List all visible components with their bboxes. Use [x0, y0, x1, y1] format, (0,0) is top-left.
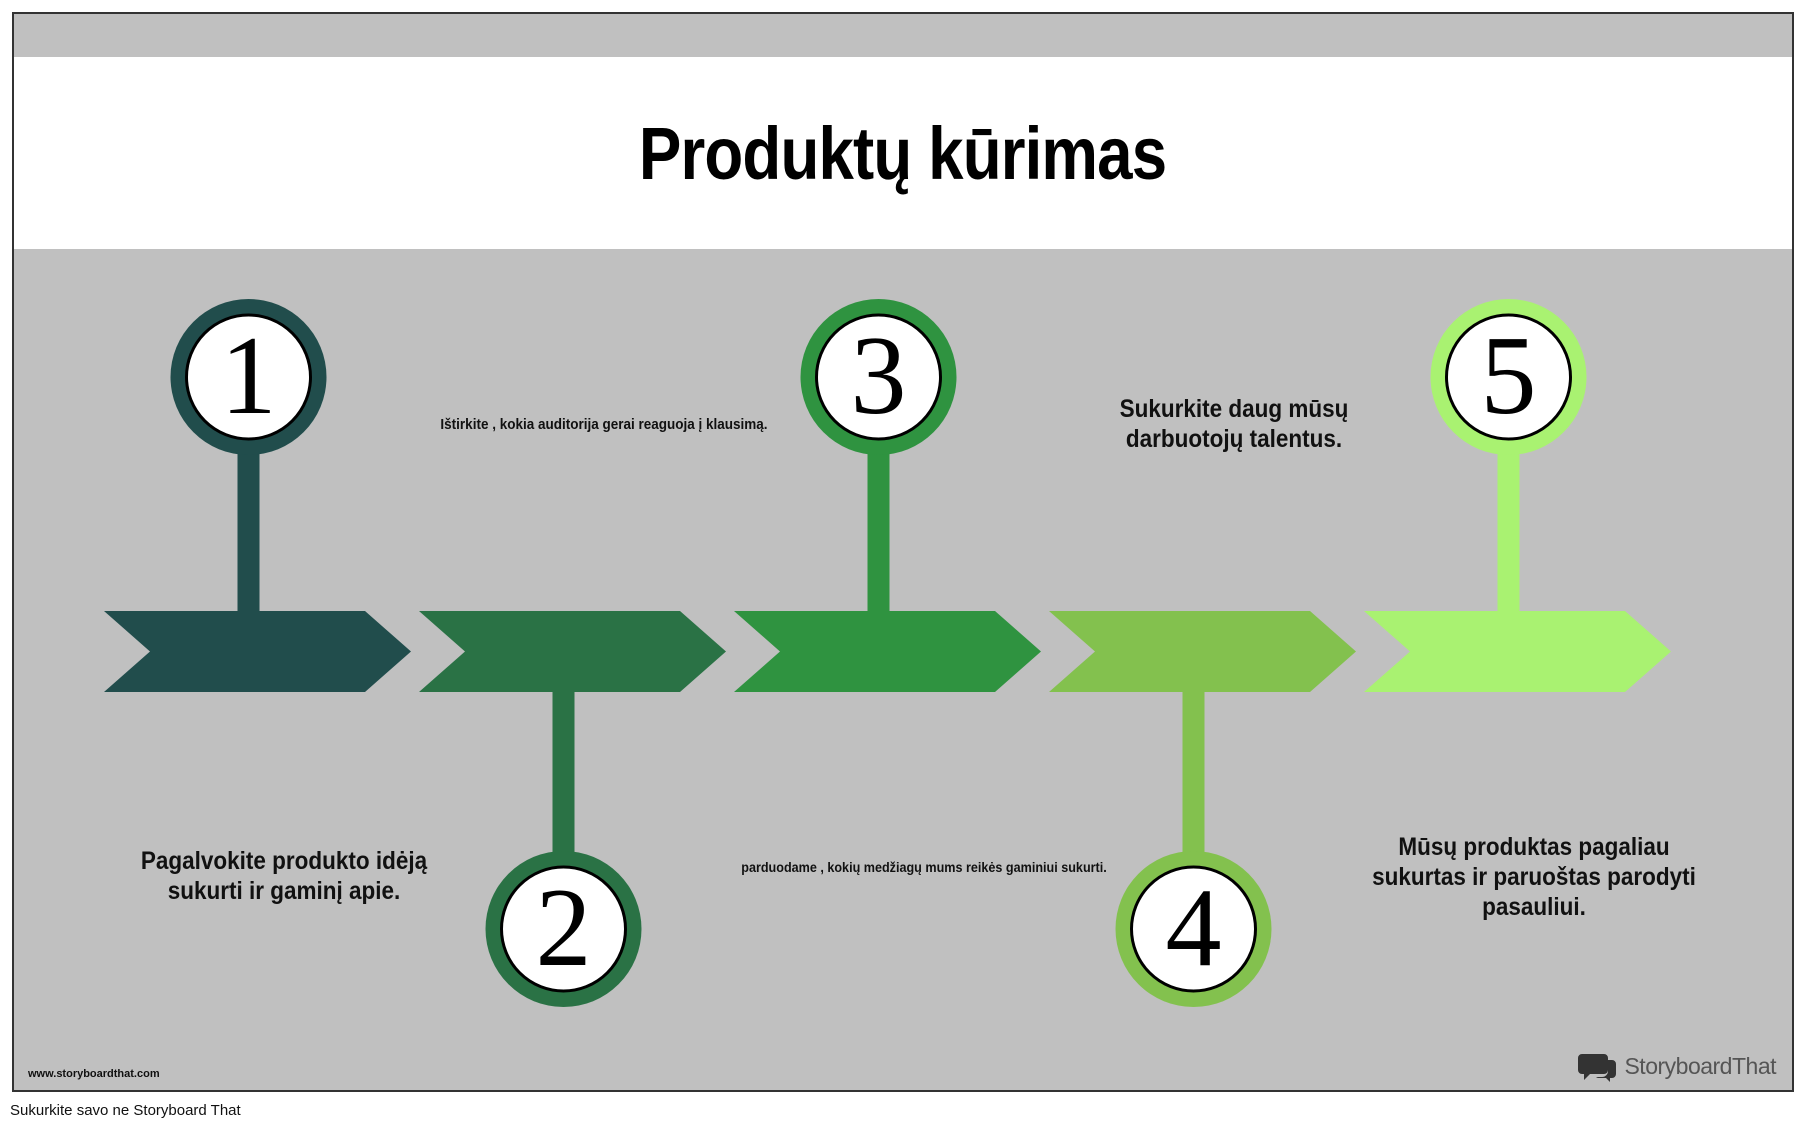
- infographic-canvas: Produktų kūrimas 1 2 3 4 5 Pagalvokite produ…: [12, 12, 1794, 1092]
- step-1-number: 1: [221, 314, 277, 438]
- speech-bubble-icon: [1578, 1054, 1617, 1082]
- step-2-number: 2: [536, 866, 592, 990]
- step-3-arrow: [734, 611, 1041, 692]
- step-4-circle: [1130, 865, 1257, 993]
- step-2-circle: [500, 865, 627, 993]
- brand-logo: StoryboardThat: [1578, 1050, 1776, 1082]
- step-1-arrow: [104, 611, 411, 692]
- step-5-number: 5: [1481, 314, 1537, 438]
- step-5-text: Mūsų produktas pagaliau sukurtas ir paru…: [1372, 833, 1696, 921]
- brand-name: StoryboardThat: [1624, 1052, 1776, 1079]
- step-3-number: 3: [851, 314, 907, 438]
- step-2-arrow: [419, 611, 726, 692]
- site-url: www.storyboardthat.com: [28, 1068, 160, 1080]
- footer-caption: Sukurkite savo ne Storyboard That: [10, 1102, 241, 1119]
- step-5-arrow: [1364, 611, 1671, 692]
- page-title: Produktų kūrimas: [639, 111, 1167, 195]
- step-1-circle: [185, 313, 312, 441]
- step-4-arrow: [1049, 611, 1356, 692]
- step-5-circle: [1445, 313, 1572, 441]
- step-1-text: Pagalvokite produkto idėją sukurti ir ga…: [140, 847, 428, 905]
- title-band: Produktų kūrimas: [14, 57, 1792, 249]
- step-4-number: 4: [1166, 866, 1222, 990]
- timeline-diagram: 1 2 3 4 5: [104, 299, 1671, 1007]
- step-2-text: Ištirkite , kokia auditorija gerai reagu…: [440, 416, 768, 433]
- step-4-text: Sukurkite daug mūsų darbuotojų talentus.: [1119, 395, 1349, 453]
- step-3-text: parduodame , kokių medžiagų mums reikės …: [741, 859, 1107, 875]
- step-3-circle: [815, 313, 942, 441]
